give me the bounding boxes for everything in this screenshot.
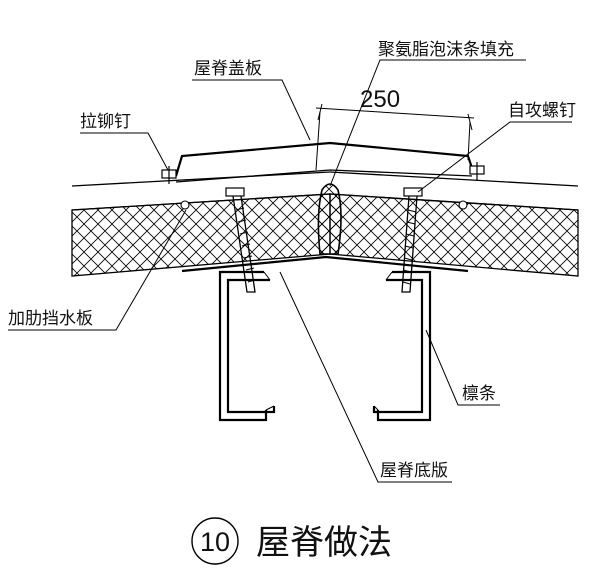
label-ridge-bottom: 屋脊底版 [380, 461, 448, 481]
leader-ridge-bottom [279, 271, 452, 483]
leader-purlin [425, 329, 500, 406]
leader-rivet [80, 132, 169, 171]
detail-title: 10 屋脊做法 [191, 517, 392, 565]
detail-title-text: 屋脊做法 [256, 523, 392, 563]
left-purlin [218, 270, 276, 422]
right-sandwich-panel [329, 193, 579, 277]
ridge-cover-plate [174, 141, 474, 183]
leader-ridge-cover [192, 79, 311, 141]
leader-foam-fill [329, 59, 526, 187]
leader-flashing [8, 209, 187, 331]
label-purlin: 檩条 [462, 384, 496, 404]
label-foam-fill: 聚氨脂泡沫条填充 [378, 40, 514, 60]
left-self-tapping-screw [225, 187, 256, 293]
label-flashing: 加肋挡水板 [8, 309, 93, 329]
detail-number: 10 [200, 527, 230, 557]
left-panel-top-skin [71, 171, 331, 187]
right-panel-top-skin [329, 171, 579, 187]
right-purlin [372, 270, 432, 422]
leader-screw [417, 121, 572, 193]
dimension-line [315, 103, 475, 171]
flashing-rivet [180, 200, 468, 210]
ridge-bottom-plate [181, 255, 469, 273]
label-self-tapping-screw: 自攻螺钉 [508, 101, 576, 121]
detail-number-circle [191, 517, 239, 565]
dimension-value: 250 [360, 86, 400, 113]
polyurethane-foam-strip [317, 183, 342, 255]
left-sandwich-panel [71, 193, 331, 277]
right-self-tapping-screw [401, 187, 423, 293]
label-rivet: 拉铆钉 [80, 112, 131, 132]
label-ridge-cover: 屋脊盖板 [194, 59, 262, 79]
left-rivet [161, 166, 177, 184]
right-rivet [469, 162, 485, 180]
